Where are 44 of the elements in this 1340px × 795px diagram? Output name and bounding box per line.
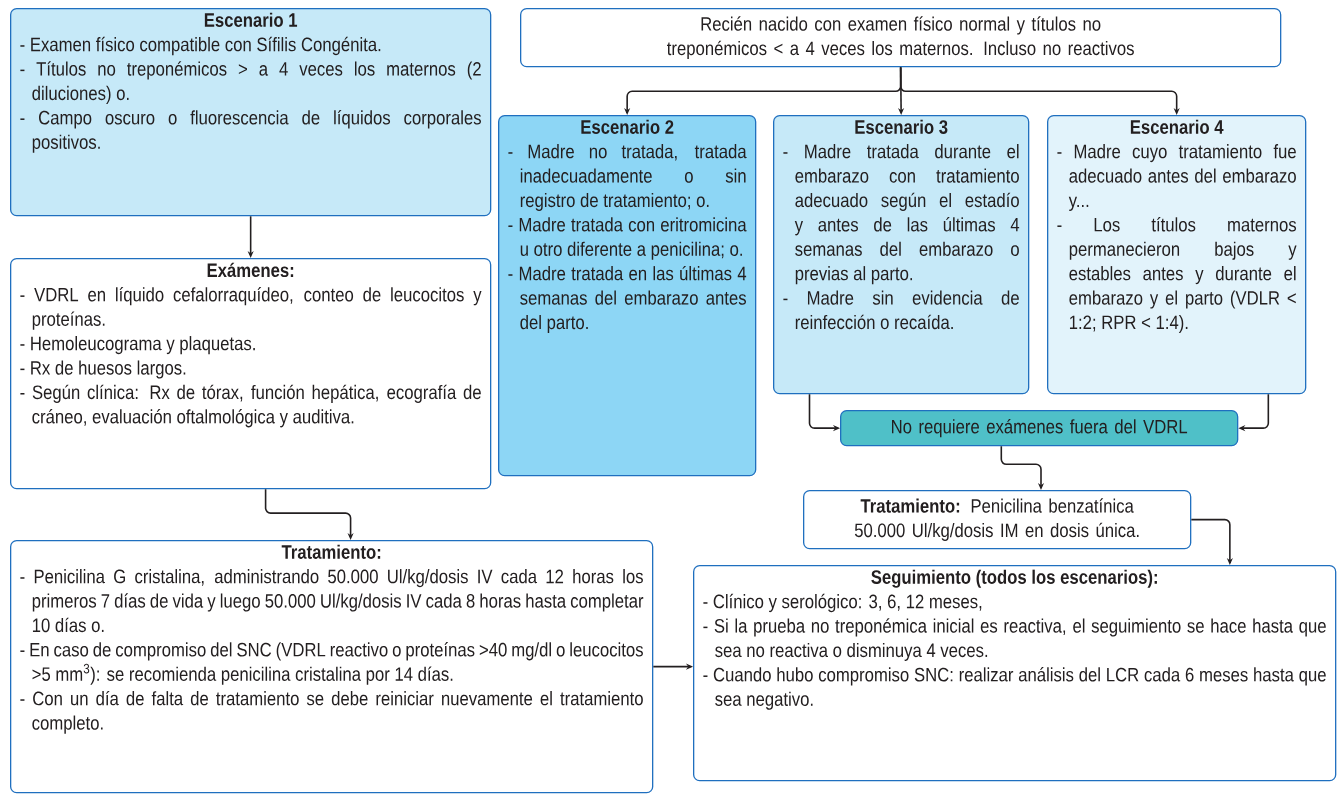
- list-item: - Madre tratada durante el embarazo con tratamiento adecuado según el estadío y antes de las últimas 4 semanas del embarazo o previas al parto.: [783, 144, 1020, 285]
- list-item: - Rx de huesos largos.: [20, 360, 186, 379]
- list-item: - Madre sin evidencia de reinfección o recaída.: [783, 290, 1019, 330]
- treatment-box: [803, 490, 1192, 550]
- list-item: - Penicilina G cristalina, administrando 50.000 Ul/kg/dosis IV cada 12 horas los primeros 7 días de vida y luego 50.000 Ul/kg/dosis IV cada 8 horas hasta completar 10 días o.: [20, 569, 644, 633]
- arrow: [1190, 518, 1233, 565]
- heading: Escenario 1: [204, 12, 298, 27]
- box-text: Tratamiento: Penicilina benzatínica 50.000 Ul/kg/dosis IM en dosis única.: [854, 498, 1139, 542]
- list-item: - Madre tratada en las últimas 4 semanas del embarazo antes del parto.: [508, 265, 747, 334]
- scenario-box: [773, 115, 1030, 395]
- follow-up-box: [693, 565, 1337, 782]
- list-item: - Con un día de falta de tratamiento se debe reiniciar nuevamente el tratamiento completo.: [20, 690, 643, 734]
- heading: Escenario 4: [1130, 119, 1224, 134]
- list-item: - Los títulos maternos permanecieron bajos y estables antes y durante el embarazo y el parto (VDLR < 1:2; RPR < 1:4).: [1057, 217, 1297, 333]
- exam-box: [10, 258, 492, 490]
- list-item: - Títulos no treponémicos > a 4 veces los maternos (2 diluciones) o.: [20, 61, 481, 104]
- treatment-box: [10, 540, 654, 794]
- scenario-box: [1047, 115, 1307, 395]
- list-item: - VDRL en líquido cefalorraquídeo, conteo de leucocitos y proteínas.: [20, 287, 482, 330]
- list-item: - Campo oscuro o fluorescencia de líquidos corporales positivos.: [20, 110, 481, 153]
- list-item: - Cuando hubo compromiso SNC: realizar análisis del LCR cada 6 meses hasta que sea negativo.: [703, 667, 1326, 710]
- box-text: Recién nacido con examen físico normal y títulos no treponémicos < a 4 veces los maternos. Incluso no reactivos: [667, 16, 1134, 59]
- list-item: - En caso de compromiso del SNC (VDRL reactivo o proteínas >40 mg/dl o leucocitos >5 mm$^{3}$): se recomienda penicilina cristalina por 14 días.: [20, 642, 643, 685]
- list-item: - Madre tratada con eritromicina u otro diferente a penicilina; o.: [508, 217, 747, 260]
- scenario-box: [10, 8, 492, 217]
- arrow: [1000, 445, 1045, 490]
- list-item: - Clínico y serológico: 3, 6, 12 meses,: [703, 593, 982, 613]
- heading: Exámenes:: [207, 262, 294, 278]
- arrow: [264, 488, 354, 540]
- condition-box: [520, 8, 1282, 68]
- scenario-box: [498, 115, 757, 477]
- heading: Escenario 2: [581, 119, 674, 134]
- heading: Escenario 3: [855, 119, 948, 134]
- list-item: - Examen físico compatible con Sífilis Congénita.: [20, 36, 381, 56]
- box-text: No requiere exámenes fuera del VDRL: [892, 419, 1188, 438]
- result-box: [840, 410, 1239, 447]
- list-item: - Hemoleucograma y plaquetas.: [20, 336, 255, 355]
- list-item: - Madre cuyo tratamiento fue adecuado antes del embarazo y...: [1057, 144, 1296, 211]
- arrow: [899, 66, 1180, 115]
- list-item: - Si la prueba no treponémica inicial es reactiva, el seguimiento se hace hasta que sea no reactiva o disminuya 4 veces.: [703, 618, 1326, 661]
- heading: Tratamiento:: [281, 544, 381, 559]
- heading: Seguimiento (todos los escenarios):: [871, 569, 1157, 588]
- list-item: - Madre no tratada, tratada inadecuadamente o sin registro de tratamiento; o.: [508, 144, 747, 211]
- list-item: - Según clínica: Rx de tórax, función hepática, ecografía de cráneo, evaluación oftalmológica y auditiva.: [20, 384, 481, 428]
